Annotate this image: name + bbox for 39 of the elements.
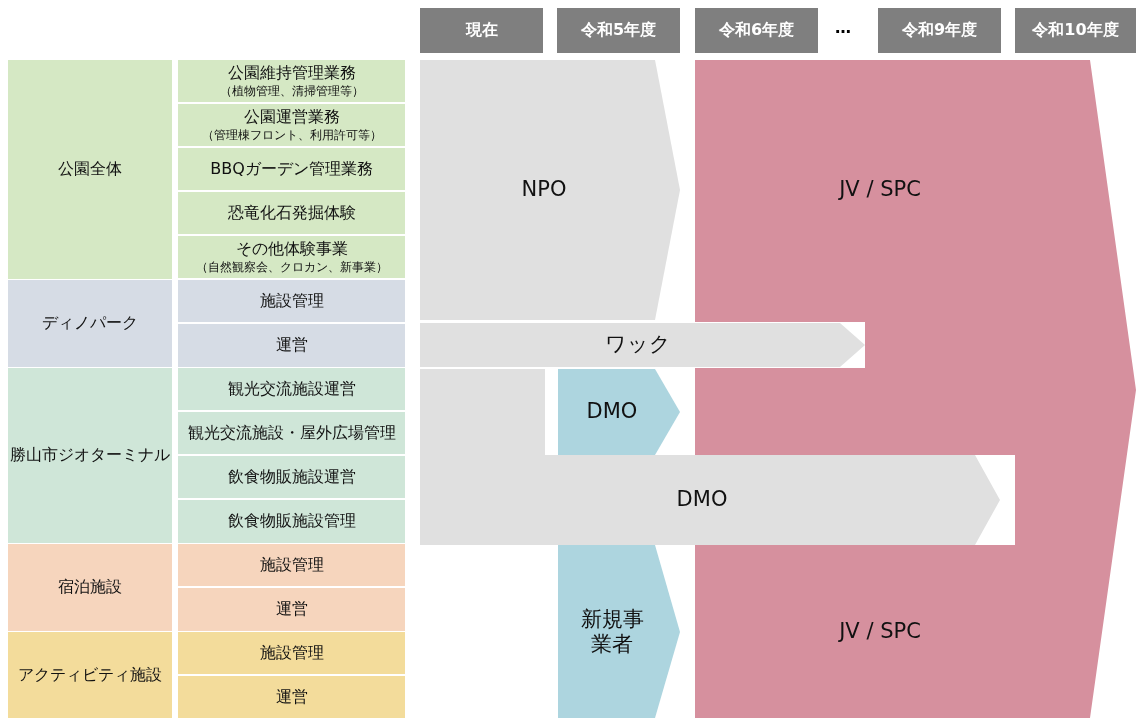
provider-label: 新規事業者 [580, 606, 644, 658]
year-header: 現在 [420, 8, 543, 53]
year-header: 令和9年度 [878, 8, 1001, 53]
task-box: 恐竜化石発掘体験 [178, 192, 405, 234]
provider-label: JV / SPC [839, 177, 921, 203]
task-box: 施設管理 [178, 632, 405, 674]
category-box: 公園全体 [8, 60, 172, 279]
task-box: 施設管理 [178, 280, 405, 322]
provider-label: JV / SPC [839, 619, 921, 645]
category-box: アクティビティ施設 [8, 632, 172, 718]
task-box: 飲食物販施設運営 [178, 456, 405, 498]
task-box: 観光交流施設・屋外広場管理 [178, 412, 405, 454]
task-title: その他体験事業 [235, 239, 348, 260]
provider-label: ワック [605, 332, 671, 358]
task-title: 公園運営業務 [243, 107, 340, 128]
task-note: （自然観察会、クロカン、新事業） [195, 260, 388, 275]
task-box: 施設管理 [178, 544, 405, 586]
task-note: （管理棟フロント、利用許可等） [201, 128, 382, 143]
task-box [178, 104, 405, 146]
provider-label: DMO [585, 399, 639, 425]
task-box [178, 236, 405, 278]
task-box: 運営 [178, 588, 405, 631]
category-box: 勝山市ジオターミナル [8, 368, 172, 543]
task-box: 観光交流施設運営 [178, 368, 405, 410]
task-title: 公園維持管理業務 [227, 63, 356, 84]
task-box: 運営 [178, 324, 405, 367]
category-box: ディノパーク [8, 280, 172, 367]
year-header: 令和5年度 [557, 8, 680, 53]
category-box: 宿泊施設 [8, 544, 172, 631]
provider-label: NPO [521, 177, 567, 203]
task-box [178, 60, 405, 102]
task-box: 運営 [178, 676, 405, 718]
year-header: 令和6年度 [695, 8, 818, 53]
task-note: （植物管理、清掃管理等） [219, 84, 364, 99]
task-box: 飲食物販施設管理 [178, 500, 405, 543]
year-header: 令和10年度 [1015, 8, 1136, 53]
task-box: BBQガーデン管理業務 [178, 148, 405, 190]
provider-label: DMO [676, 487, 728, 513]
ellipsis-text: … [835, 18, 851, 37]
